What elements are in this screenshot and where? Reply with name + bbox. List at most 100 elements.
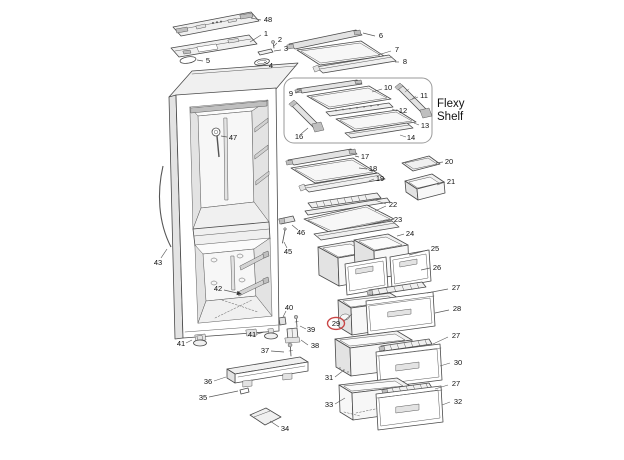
leader-line-22 [374,205,387,212]
part-16-bracket-left [288,99,325,133]
leader-line-27 [426,288,449,294]
leader-line-38 [300,339,309,346]
part-37-screw [287,342,293,357]
leader-line-32 [441,401,451,406]
part-label-11: 11 [420,91,428,100]
leader-line-41 [185,339,193,344]
part-label-43: 43 [154,258,162,267]
leader-line-17 [354,155,360,158]
part-label-3: 3 [284,44,288,53]
part-label-35: 35 [199,393,207,402]
part-label-13: 13 [421,121,429,130]
highlight-circle-part-29 [326,316,346,331]
leader-line-11 [409,96,419,101]
part-6-shelf-rear-trim [286,29,363,50]
part-45-pin [282,227,287,244]
part-label-9: 9 [289,89,293,98]
part-22-bottle-rack [304,192,391,216]
part-label-1: 1 [264,29,268,38]
flexy-shelf-box [283,77,433,144]
part-label-37: 37 [261,346,269,355]
leader-line-9 [294,89,302,94]
part-label-22: 22 [389,200,397,209]
part-19-front-trim [298,172,386,193]
part-43-gasket-tube [158,165,172,248]
part-36-base-grille [226,356,309,388]
leader-line-5 [196,59,204,62]
part-label-12: 12 [399,106,407,115]
leader-line-39 [299,325,307,330]
flexy-shelf-group [283,77,433,144]
part-14-front-trim [344,122,414,139]
flexy-shelf-label-line2: Shelf [437,111,464,123]
part-label-46: 46 [297,228,305,237]
leader-line-41 [256,331,265,335]
part-label-6: 6 [379,31,383,40]
part-26-crisper-fronts [344,249,432,296]
part-8-shelf-front-trim [312,54,397,74]
leader-line-42 [223,289,238,294]
part-label-17: 17 [361,152,369,161]
part-label-31: 31 [325,373,333,382]
leader-line-29 [343,313,353,322]
part-label-2: 2 [278,35,282,44]
part-label-30: 30 [454,358,462,367]
leader-line-12 [391,108,398,112]
part-12-front-rail [325,102,394,117]
part-label-26: 26 [433,263,441,272]
leader-line-27 [432,336,449,345]
leader-line-21 [436,181,446,186]
part-label-21: 21 [447,177,455,186]
part-11-bracket-right [394,82,433,119]
part-label-32: 32 [454,397,462,406]
part-35-cap [239,387,250,395]
leader-line-4 [263,61,269,65]
part-27-rail-top [366,281,427,296]
leader-line-26 [420,267,431,271]
leader-line-35 [208,390,239,398]
leader-line-37 [270,350,285,353]
part-label-25: 25 [431,244,439,253]
leader-line-13 [413,122,420,126]
part-label-38: 38 [311,341,319,350]
part-label-8: 8 [403,57,407,66]
part-32-drawer-front [375,385,444,431]
part-17-rear-trim [285,148,358,166]
part-4-cap [254,58,270,66]
part-label-27: 27 [452,331,460,340]
leader-line-20 [435,161,444,164]
leader-line-36 [213,376,227,382]
part-label-7: 7 [395,45,399,54]
part-label-42: 42 [214,284,222,293]
leader-line-24 [396,233,405,237]
part-23-glass-shelf [303,204,395,234]
part-22-support-strip [304,197,391,216]
part-label-10: 10 [384,83,392,92]
leader-line-25 [408,249,429,256]
leader-line-27 [434,384,449,390]
part-label-45: 45 [284,247,292,256]
leader-line-18 [358,167,368,170]
leader-line-3 [273,49,282,52]
part-40-spacer [278,316,287,326]
part-label-47: 47 [229,133,237,142]
part-number-labels: 4812345678910111213141617181920212223242… [154,15,462,433]
part-48-control-panel [172,11,260,37]
part-41-foot-right [264,328,278,340]
part-27-rail-middle [378,338,433,352]
part-label-36: 36 [204,377,212,386]
leader-line-2 [273,42,278,47]
part-2-screw [271,40,275,49]
leader-line-33 [334,397,346,405]
part-label-24: 24 [406,229,414,238]
leader-line-31 [334,369,345,378]
part-label-33: 33 [325,400,333,409]
part-label-41: 41 [177,339,185,348]
leader-line-6 [362,32,376,37]
leader-line-16 [300,127,309,135]
leader-line-34 [269,420,280,428]
leader-line-10 [371,88,383,93]
leader-line-19 [368,178,375,182]
part-label-40: 40 [285,303,293,312]
